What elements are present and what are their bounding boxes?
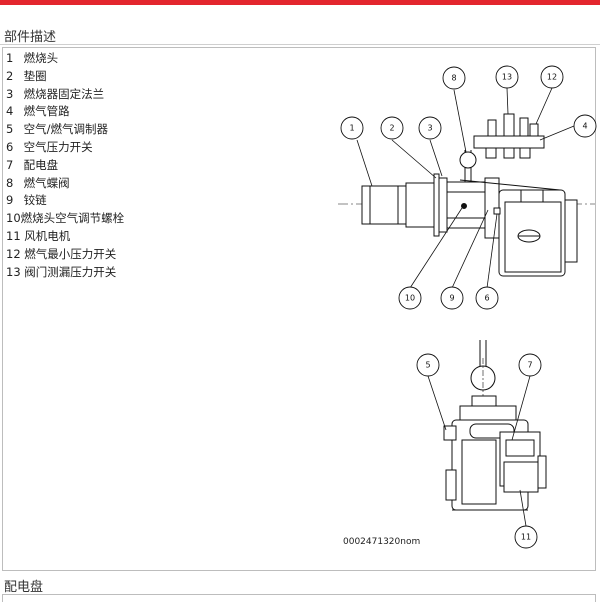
callout-label: 8	[451, 74, 456, 83]
callout-9	[440, 286, 464, 310]
callout-10	[398, 286, 422, 310]
callout-6	[475, 286, 499, 310]
list-item: 10燃烧头空气调节螺栓	[6, 211, 125, 226]
drawing-code: 0002471320nom	[343, 537, 421, 547]
section-title: 部件描述	[4, 30, 57, 45]
callout-label: 1	[349, 124, 354, 133]
callout-label: 6	[484, 294, 489, 303]
list-item: 9 铰链	[6, 193, 47, 208]
callout-1	[340, 116, 364, 140]
callout-label: 2	[389, 124, 394, 133]
callout-7	[518, 353, 542, 377]
callout-label: 11	[521, 533, 531, 542]
list-item: 12 燃气最小压力开关	[6, 246, 117, 261]
callout-label: 12	[547, 73, 557, 82]
list-item: 2 垫圈	[6, 68, 47, 83]
list-item: 13 阀门测漏压力开关	[6, 264, 117, 279]
section-divider	[0, 44, 600, 45]
callout-label: 9	[449, 294, 454, 303]
burner-technical-drawing: 1 2 3 8 13 12 4 10 9 6 5 7 11	[338, 65, 597, 549]
list-item: 1 燃烧头	[6, 51, 59, 65]
callout-label: 10	[405, 294, 415, 303]
list-item: 5 空气/燃气调制器	[6, 122, 109, 137]
parts-panel	[2, 47, 596, 571]
callout-11	[514, 525, 538, 549]
list-item: 11 风机电机	[6, 228, 71, 243]
callout-label: 4	[582, 122, 587, 131]
next-section-panel	[2, 594, 596, 602]
parts-list: 1 燃烧头 2 垫圈 3 燃烧器固定法兰 4 燃气管路 5 空气/燃气调制器 6…	[6, 50, 124, 281]
next-section-title: 配电盘	[4, 580, 44, 595]
list-item: 8 燃气蝶阀	[6, 175, 70, 190]
list-item: 4 燃气管路	[6, 104, 70, 119]
list-item: 7 配电盘	[6, 157, 59, 172]
callout-label: 5	[425, 361, 430, 370]
callout-8	[442, 66, 466, 90]
callout-5	[416, 353, 440, 377]
callout-4	[573, 114, 597, 138]
callout-13	[495, 65, 519, 89]
callout-label: 13	[502, 73, 512, 82]
list-item: 6 空气压力开关	[6, 139, 93, 154]
list-item: 3 燃烧器固定法兰	[6, 86, 105, 101]
callout-2	[380, 116, 404, 140]
top-accent-bar	[0, 0, 600, 5]
callout-label: 3	[427, 124, 432, 133]
callout-label: 7	[527, 361, 532, 370]
callout-12	[540, 65, 564, 89]
callout-3	[418, 116, 442, 140]
